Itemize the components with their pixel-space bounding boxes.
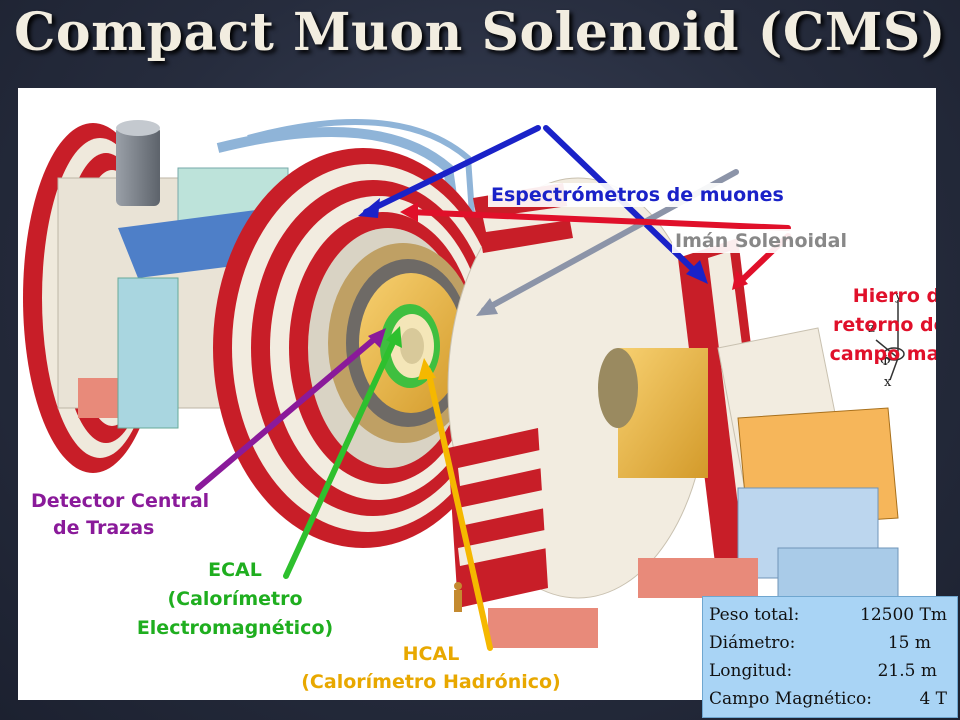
label-return-iron: Hierro de retorno del campo mag	[829, 285, 936, 365]
label-hcal-line1: HCAL	[402, 643, 460, 665]
spec-value: 12500 Tm	[860, 605, 947, 625]
label-ecal-line2: (Calorímetro	[167, 588, 303, 610]
spec-key: Longitud:	[709, 661, 793, 681]
label-tracker-line1: Detector Central	[31, 490, 210, 512]
iron-arrow-top	[407, 209, 791, 231]
label-solenoid-magnet: Imán Solenoidal	[672, 229, 850, 253]
spec-row: Peso total: 12500 Tm	[709, 601, 951, 629]
label-muon-spectrometers: Espectrómetros de muones	[488, 183, 787, 207]
label-ecal: ECAL (Calorímetro Electromagnético)	[108, 556, 362, 643]
axis-x-label: x	[884, 375, 892, 390]
label-hcal-line2: (Calorímetro Hadrónico)	[301, 671, 561, 693]
spec-key: Diámetro:	[709, 633, 796, 653]
specifications-box: Peso total: 12500 Tm Diámetro: 15 m Long…	[702, 596, 958, 718]
annotation-arrows	[195, 125, 791, 651]
muon-arrow-left	[363, 125, 541, 215]
spec-value: 15 m	[887, 633, 931, 653]
spec-value: 21.5 m	[877, 661, 937, 681]
spec-row: Diámetro: 15 m	[709, 629, 951, 657]
spec-row: Longitud: 21.5 m	[709, 657, 951, 685]
cms-detector-drawing: y z Φ x	[23, 119, 905, 651]
coordinate-axes	[875, 300, 905, 381]
spec-key: Campo Magnético:	[709, 689, 872, 709]
slide-title: Compact Muon Solenoid (CMS)	[14, 2, 946, 63]
tracker-arrow	[195, 333, 381, 491]
axis-z-label: z	[868, 321, 875, 336]
detector-illustration-panel: y z Φ x Espe	[18, 88, 936, 700]
axis-phi-label: Φ	[880, 354, 891, 369]
label-hcal: HCAL (Calorímetro Hadrónico)	[270, 640, 592, 696]
hcal-arrow	[425, 367, 493, 651]
ecal-arrow	[283, 333, 399, 579]
label-tracker: Detector Central de Trazas	[28, 488, 212, 542]
spec-row: Campo Magnético: 4 T	[709, 685, 951, 713]
label-ecal-line3: Electromagnético)	[136, 617, 334, 639]
label-tracker-line2: de Trazas	[53, 517, 155, 539]
spec-value: 4 T	[919, 689, 947, 709]
label-ecal-line1: ECAL	[208, 559, 262, 581]
axis-y-label: y	[894, 289, 903, 304]
middle-barrel-wheel	[447, 177, 709, 648]
person-scale-figure	[454, 582, 462, 612]
spec-key: Peso total:	[709, 605, 800, 625]
